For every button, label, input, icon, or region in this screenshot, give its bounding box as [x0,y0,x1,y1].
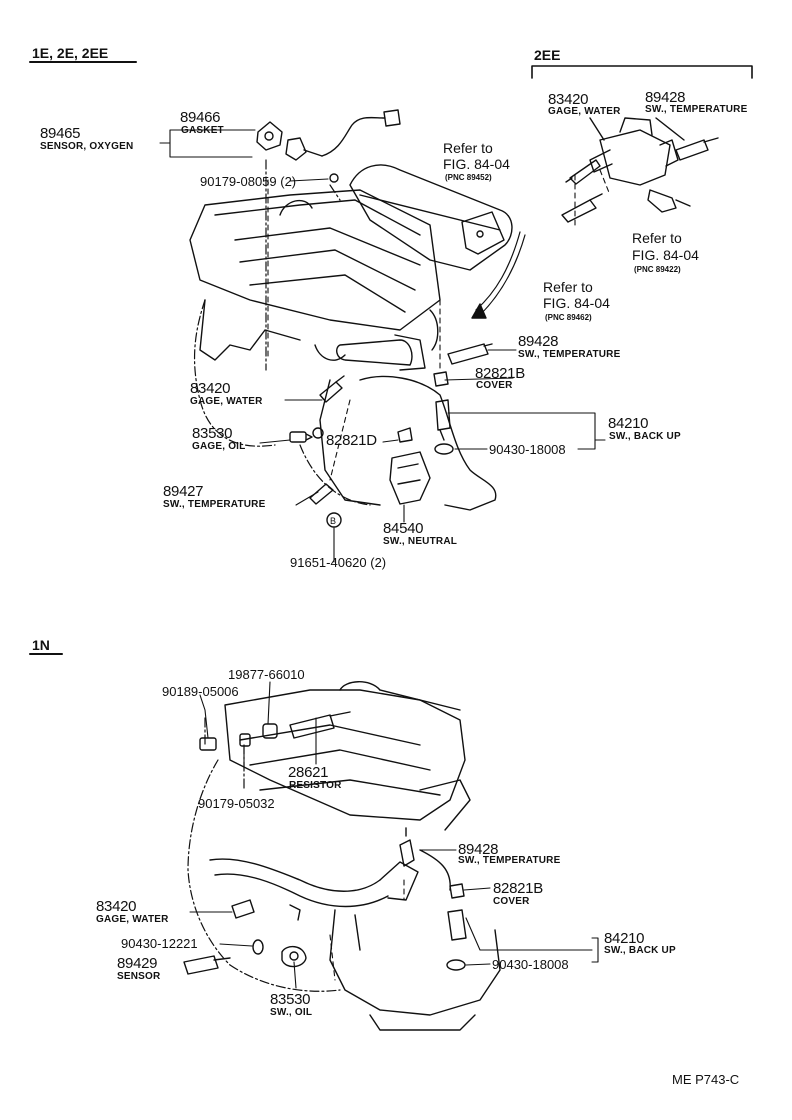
part-number-83420-ee: 83420 [548,91,589,108]
refer-pnc-label-c: (PNC 89462) [545,313,592,322]
part-desc-sw-oil: SW., OIL [270,1007,313,1018]
part-desc-gage-water-ee: GAGE, WATER [548,106,621,117]
section-header-1n: 1N [32,637,50,653]
part-number-83420-bottom: 83420 [96,898,137,915]
oxygen-sensor-part [256,109,401,183]
part-number-89429: 89429 [117,955,158,972]
part-desc-sw-back-up-top: SW., BACK UP [609,431,681,442]
bottom-dashed-lines [329,879,405,981]
part-number-89428-ee: 89428 [645,89,686,106]
top-small-parts: B [289,211,526,528]
bottom-phantom-lines [187,714,341,992]
section-header-2ee: 2EE [534,47,561,63]
figure-code: ME P743-C [672,1072,740,1087]
part-desc-gage-water-top: GAGE, WATER [190,396,263,407]
refer-pnc-label-a: (PNC 89452) [445,173,492,182]
top-leader-lines [159,129,606,563]
part-desc-sw-temperature-top: SW., TEMPERATURE [518,349,621,360]
bottom-leader-lines [189,681,599,989]
top-engine-outline [189,164,513,511]
svg-text:B: B [330,516,336,526]
part-desc-sw-back-up-bottom: SW., BACK UP [604,945,676,956]
part-number-82821b-bottom: 82821B [493,880,543,897]
part-desc-gage-oil: GAGE, OIL [192,441,246,452]
part-number-84210-bottom: 84210 [604,930,645,947]
refer-fig-label-c: FIG. 84-04 [543,295,610,311]
refer-pnc-label-b: (PNC 89422) [634,265,681,274]
part-number-84540: 84540 [383,520,424,537]
part-desc-sw-temperature-89427: SW., TEMPERATURE [163,499,266,510]
part-number-90189-05006: 90189-05006 [162,684,239,699]
top-dashed-lines [267,169,611,481]
refer-fig-label-a: FIG. 84-04 [443,156,510,172]
part-number-83420-top: 83420 [190,380,231,397]
refer-to-label-c: Refer to [543,279,593,295]
part-number-89427: 89427 [163,483,204,500]
part-number-91651-40620: 91651-40620 (2) [290,555,387,570]
part-number-82821d: 82821D [326,432,377,449]
ee-bracket [531,65,753,79]
part-number-90430-18008-top: 90430-18008 [489,442,566,457]
section-header-1e-2e-2ee: 1E, 2E, 2EE [32,45,109,61]
part-number-90430-18008-bottom: 90430-18008 [492,957,569,972]
part-number-28621: 28621 [288,764,329,781]
part-desc-gage-water-bottom: GAGE, WATER [96,914,169,925]
part-desc-sw-temperature-bottom: SW., TEMPERATURE [458,855,561,866]
part-number-89465: 89465 [40,125,81,142]
bottom-engine-outline [209,681,501,1031]
refer-to-label-b: Refer to [632,230,682,246]
refer-to-label-a: Refer to [443,140,493,156]
part-number-83530-bottom: 83530 [270,991,311,1008]
part-desc-sw-temperature-ee: SW., TEMPERATURE [645,104,748,115]
part-desc-sensor: SENSOR [117,971,161,982]
ee-inset-parts [561,117,719,223]
bottom-small-parts [183,711,467,975]
part-desc-cover-bottom: COVER [493,896,530,907]
refer-fig-label-b: FIG. 84-04 [632,247,699,263]
part-number-89466: 89466 [180,109,221,126]
part-number-83530-top: 83530 [192,425,233,442]
top-phantom-lines [193,159,371,506]
part-desc-cover-top: COVER [476,380,513,391]
part-desc-sw-neutral: SW., NEUTRAL [383,536,458,547]
part-number-82821b-top: 82821B [475,365,525,382]
part-number-90179-05032: 90179-05032 [198,796,275,811]
part-number-90430-12221: 90430-12221 [121,936,198,951]
part-number-84210-top: 84210 [608,415,649,432]
part-number-89428-top: 89428 [518,333,559,350]
part-desc-sensor-oxygen: SENSOR, OXYGEN [40,141,134,152]
part-number-19877-66010: 19877-66010 [228,667,305,682]
part-desc-gasket: GASKET [181,125,224,136]
part-desc-resistor: RESISTOR [289,780,342,791]
part-number-90179-08059: 90179-08059 (2) [200,174,297,189]
part-number-89428-bottom: 89428 [458,841,499,858]
